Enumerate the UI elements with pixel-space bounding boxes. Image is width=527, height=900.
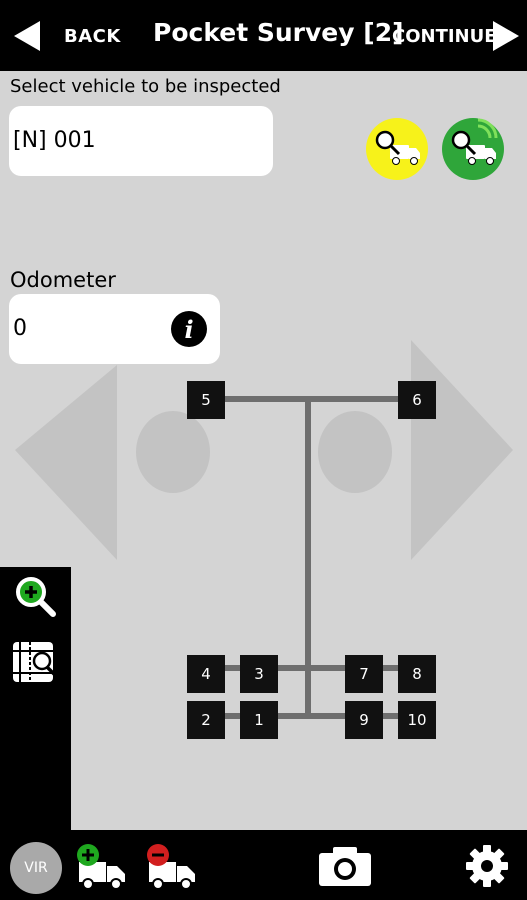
search-nearby-vehicle-button[interactable]	[442, 118, 504, 180]
add-vehicle-button[interactable]	[75, 842, 131, 890]
tyre-4[interactable]: 4	[187, 655, 225, 693]
chassis-spine	[305, 396, 311, 716]
inspect-grid-button[interactable]	[10, 637, 60, 687]
rear-axle-2	[222, 713, 402, 719]
gear-icon	[466, 845, 508, 887]
odometer-value: 0	[13, 316, 27, 341]
tyre-10[interactable]: 10	[398, 701, 436, 739]
camera-icon	[319, 847, 371, 886]
info-icon[interactable]: i	[171, 311, 207, 347]
front-axle	[222, 396, 402, 402]
remove-vehicle-button[interactable]	[145, 842, 201, 890]
zoom-in-icon	[16, 577, 56, 617]
front-left-wheel-shape	[136, 411, 210, 493]
tyre-7[interactable]: 7	[345, 655, 383, 693]
tyre-5[interactable]: 5	[187, 381, 225, 419]
tyre-9[interactable]: 9	[345, 701, 383, 739]
odometer-field[interactable]: 0 i	[9, 294, 220, 364]
continue-label: CONTINUE	[392, 25, 497, 47]
zoom-in-button[interactable]	[11, 573, 61, 623]
rear-axle-1	[222, 665, 402, 671]
add-vehicle-icon	[77, 844, 125, 890]
camera-button[interactable]	[317, 845, 373, 887]
continue-arrow-icon	[492, 21, 519, 51]
odometer-label: Odometer	[10, 268, 116, 292]
inspect-grid-icon	[13, 642, 57, 682]
search-vehicle-button[interactable]	[366, 118, 428, 180]
prev-vehicle-arrow	[15, 365, 117, 560]
back-label: BACK	[64, 25, 121, 47]
tyre-6[interactable]: 6	[398, 381, 436, 419]
page-title: Pocket Survey [2]	[153, 18, 404, 47]
search-nearby-vehicle-icon	[451, 118, 498, 165]
next-vehicle-arrow	[411, 340, 513, 560]
search-vehicle-icon	[375, 130, 420, 165]
back-button[interactable]: BACK	[12, 20, 121, 52]
vir-button[interactable]: VIR	[10, 842, 62, 894]
vehicle-field[interactable]: [N] 001	[9, 106, 273, 176]
vehicle-select-label: Select vehicle to be inspected	[10, 76, 281, 97]
tyre-3[interactable]: 3	[240, 655, 278, 693]
vehicle-value: [N] 001	[13, 128, 96, 153]
settings-button[interactable]	[464, 843, 510, 889]
tyre-1[interactable]: 1	[240, 701, 278, 739]
tyre-2[interactable]: 2	[187, 701, 225, 739]
back-arrow-icon	[14, 21, 40, 51]
remove-vehicle-icon	[147, 844, 195, 890]
tyre-8[interactable]: 8	[398, 655, 436, 693]
continue-button[interactable]: CONTINUE	[392, 20, 521, 52]
front-right-wheel-shape	[318, 411, 392, 493]
left-tool-sidebar	[0, 567, 71, 830]
top-bar: BACK Pocket Survey [2] CONTINUE	[0, 0, 527, 71]
